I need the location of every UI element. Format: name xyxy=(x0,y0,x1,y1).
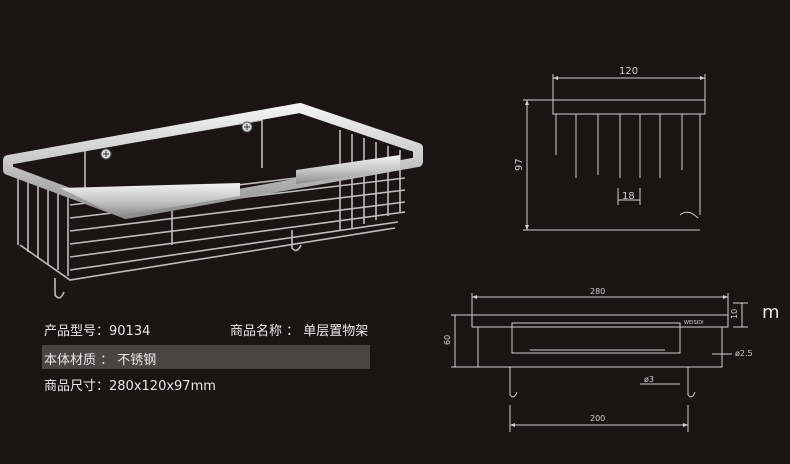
side-spacing-label: 18 xyxy=(622,191,635,202)
side-view-top-bar xyxy=(552,99,706,115)
material-row: 本体材质 ： 不锈钢 xyxy=(44,349,156,368)
side-width-label: 120 xyxy=(619,66,638,77)
front-thickness-label: 10 xyxy=(730,309,739,319)
name-row: 商品名称 ： 单层置物架 xyxy=(230,320,368,339)
material-label: 本体材质 ： xyxy=(44,353,114,368)
model-label: 产品型号： xyxy=(44,324,110,339)
name-value: 单层置物架 xyxy=(303,324,369,339)
unit-label: m xyxy=(762,302,780,323)
size-value: 280x120x97mm xyxy=(109,379,216,394)
name-label: 商品名称 ： xyxy=(230,324,300,339)
side-height-label: 97 xyxy=(514,158,525,171)
model-value: 90134 xyxy=(109,324,151,339)
front-wire-label: ø3 xyxy=(644,375,654,384)
front-rod-label: ø2.5 xyxy=(735,349,753,358)
size-row: 商品尺寸：280x120x97mm xyxy=(44,375,216,394)
model-row: 产品型号：90134 xyxy=(44,320,150,339)
brand-label: WEISIDI xyxy=(684,320,704,326)
material-bar xyxy=(42,345,370,369)
product-image xyxy=(3,103,423,299)
basket-frame xyxy=(3,103,423,219)
size-label: 商品尺寸： xyxy=(44,379,110,394)
front-length-label: 280 xyxy=(590,287,605,296)
front-mount-label: 200 xyxy=(590,414,605,423)
material-value: 不锈钢 xyxy=(117,353,157,368)
front-height-label: 60 xyxy=(443,335,452,345)
